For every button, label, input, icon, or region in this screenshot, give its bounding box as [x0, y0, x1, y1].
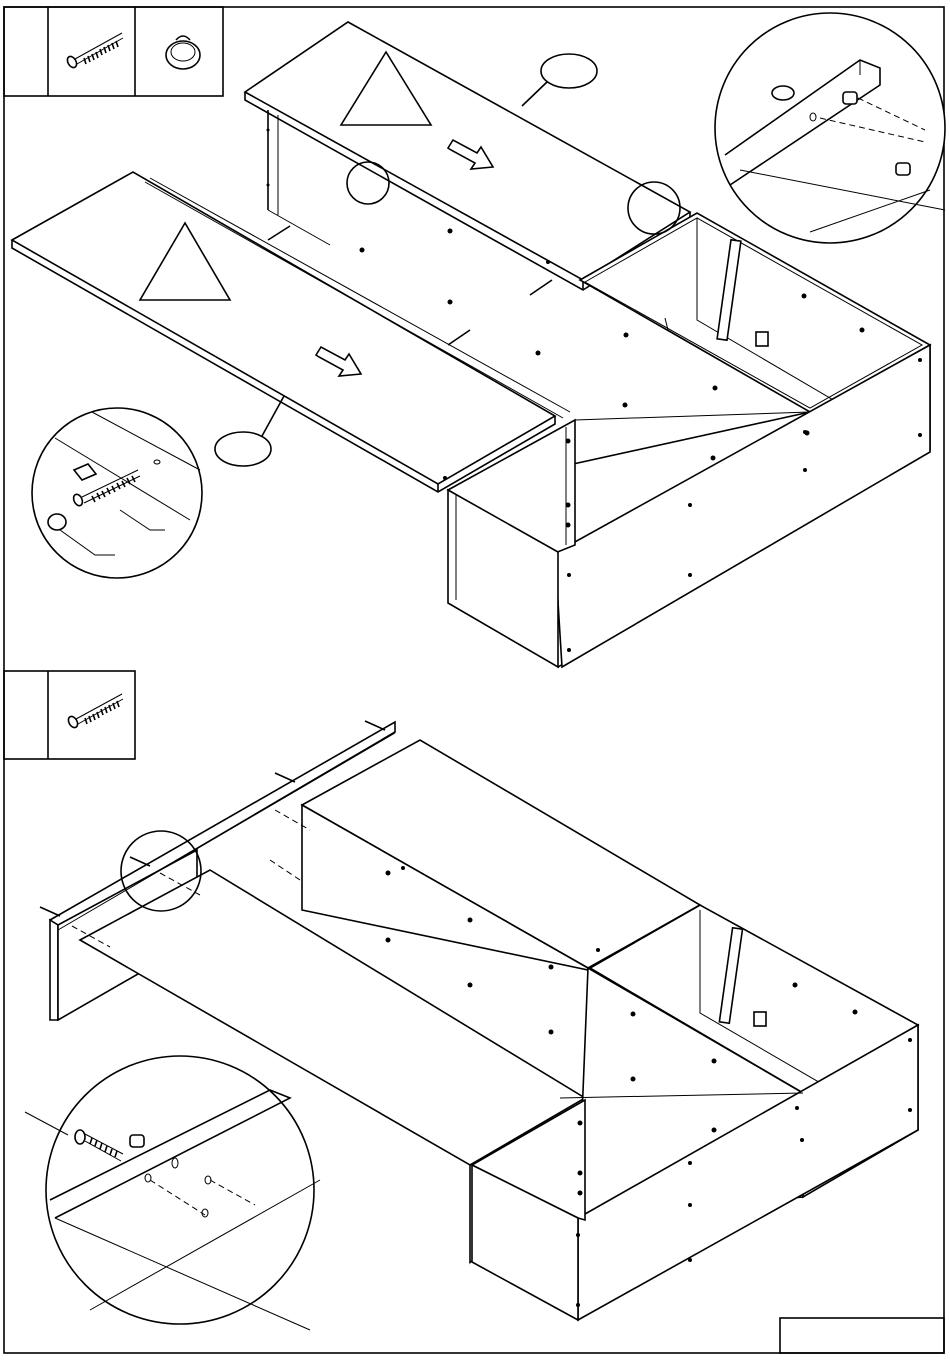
dowel-detail — [715, 13, 945, 243]
screw-and-cam-detail — [32, 408, 202, 578]
step-1-assembly — [12, 13, 945, 667]
callout-balloon-top — [522, 54, 597, 106]
step-2-parts-box — [4, 671, 135, 759]
cam-hole-icon — [772, 86, 794, 100]
cam-lock-icon — [166, 36, 200, 69]
step-2-assembly — [25, 721, 918, 1330]
long-screw-icon — [66, 33, 123, 69]
step-1-parts-box — [4, 7, 223, 96]
side-panel-screw-detail — [25, 1056, 320, 1330]
callout-balloon-bottom — [215, 396, 284, 466]
long-screw-icon — [67, 694, 123, 729]
page-number-box — [780, 1318, 944, 1353]
